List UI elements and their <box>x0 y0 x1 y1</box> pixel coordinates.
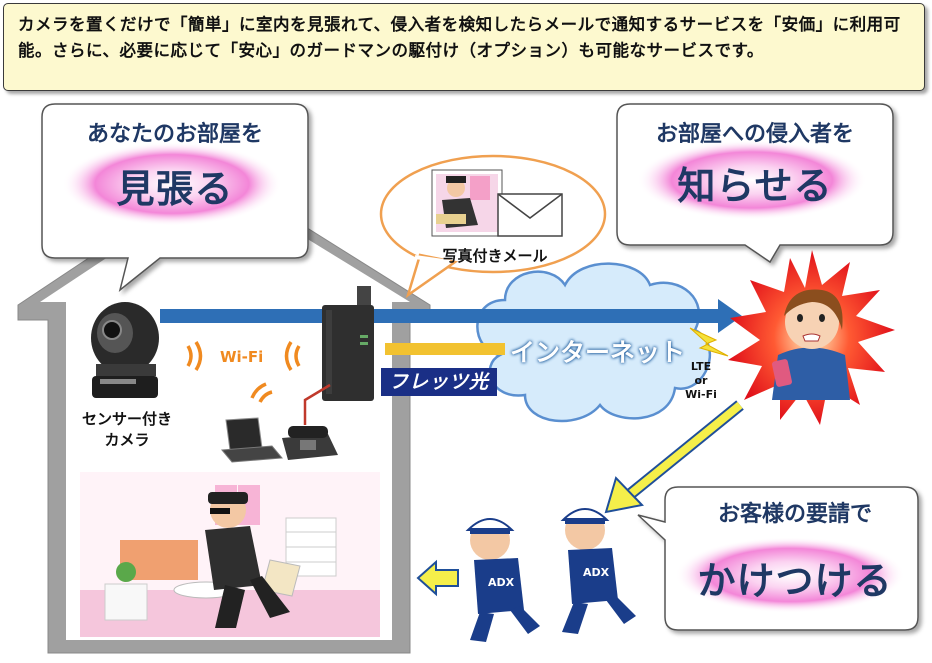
mobile-label: LTE or Wi-Fi <box>678 360 724 402</box>
watch-title: 見張る <box>60 158 290 213</box>
dispatch-title: かけつける <box>680 550 910 605</box>
wifi-label: Wi-Fi <box>220 348 263 366</box>
return-arrow-icon <box>418 562 458 594</box>
watch-subtitle: あなたのお部屋を <box>60 116 290 148</box>
guard-badge-1: ADX <box>488 576 514 589</box>
flets-label: フレッツ光 <box>389 368 489 396</box>
mail-photo <box>432 170 502 236</box>
notify-title: 知らせる <box>630 155 880 210</box>
camera-icon <box>91 302 159 398</box>
envelope-icon <box>498 194 562 236</box>
mail-label: 写真付きメール <box>430 245 560 266</box>
fiber-line <box>385 343 505 355</box>
guard-badge-2: ADX <box>583 566 609 579</box>
camera-label-line1: センサー付き <box>72 408 182 429</box>
dispatch-subtitle: お客様の要請で <box>680 496 910 528</box>
camera-label-line2: カメラ <box>72 429 182 450</box>
mobile-label-line1: LTE <box>678 360 724 374</box>
flets-logo: フレッツ光 <box>381 368 497 396</box>
notify-subtitle: お部屋への侵入者を <box>630 116 880 148</box>
internet-label: インターネット <box>510 333 670 369</box>
mobile-label-line3: Wi-Fi <box>678 388 724 402</box>
mobile-label-line2: or <box>678 374 724 388</box>
